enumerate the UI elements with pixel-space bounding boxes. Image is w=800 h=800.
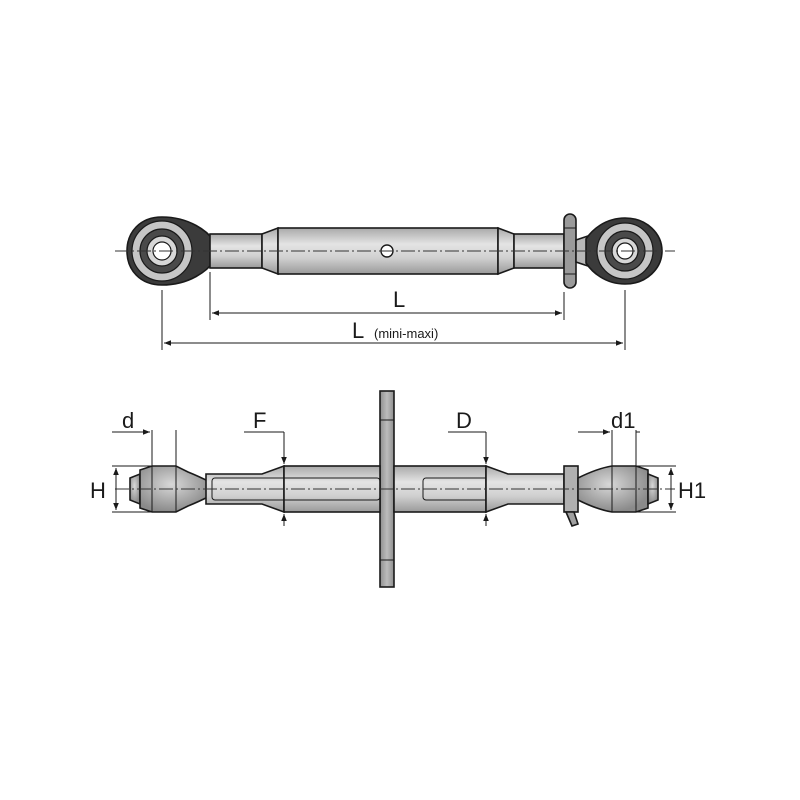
dimension-tube-d: D <box>448 408 489 526</box>
pin-diameter-right-label: d1 <box>611 408 635 433</box>
dimension-h: H <box>90 465 152 513</box>
length-total-note: (mini-maxi) <box>374 326 438 341</box>
height-left-label: H <box>90 478 106 503</box>
dimension-f: F <box>244 408 287 526</box>
pin-diameter-left-label: d <box>122 408 134 433</box>
length-total-label: L <box>352 318 364 343</box>
dimension-length-total: L (mini-maxi) <box>161 290 626 350</box>
top-view: L L (mini-maxi) <box>115 213 675 350</box>
dimension-length: L <box>209 272 565 320</box>
left-eye-end <box>126 216 214 286</box>
dimension-d1: d1 <box>578 408 640 466</box>
height-right-label: H1 <box>678 478 706 503</box>
left-ball-end <box>129 465 211 513</box>
thread-label: F <box>253 408 266 433</box>
tube-diameter-label: D <box>456 408 472 433</box>
length-label: L <box>393 287 405 312</box>
dimension-h1: H1 <box>636 465 706 513</box>
side-view: d F D d1 H <box>90 390 706 588</box>
dimension-d: d <box>112 408 177 466</box>
side-locking-pin <box>563 465 580 527</box>
